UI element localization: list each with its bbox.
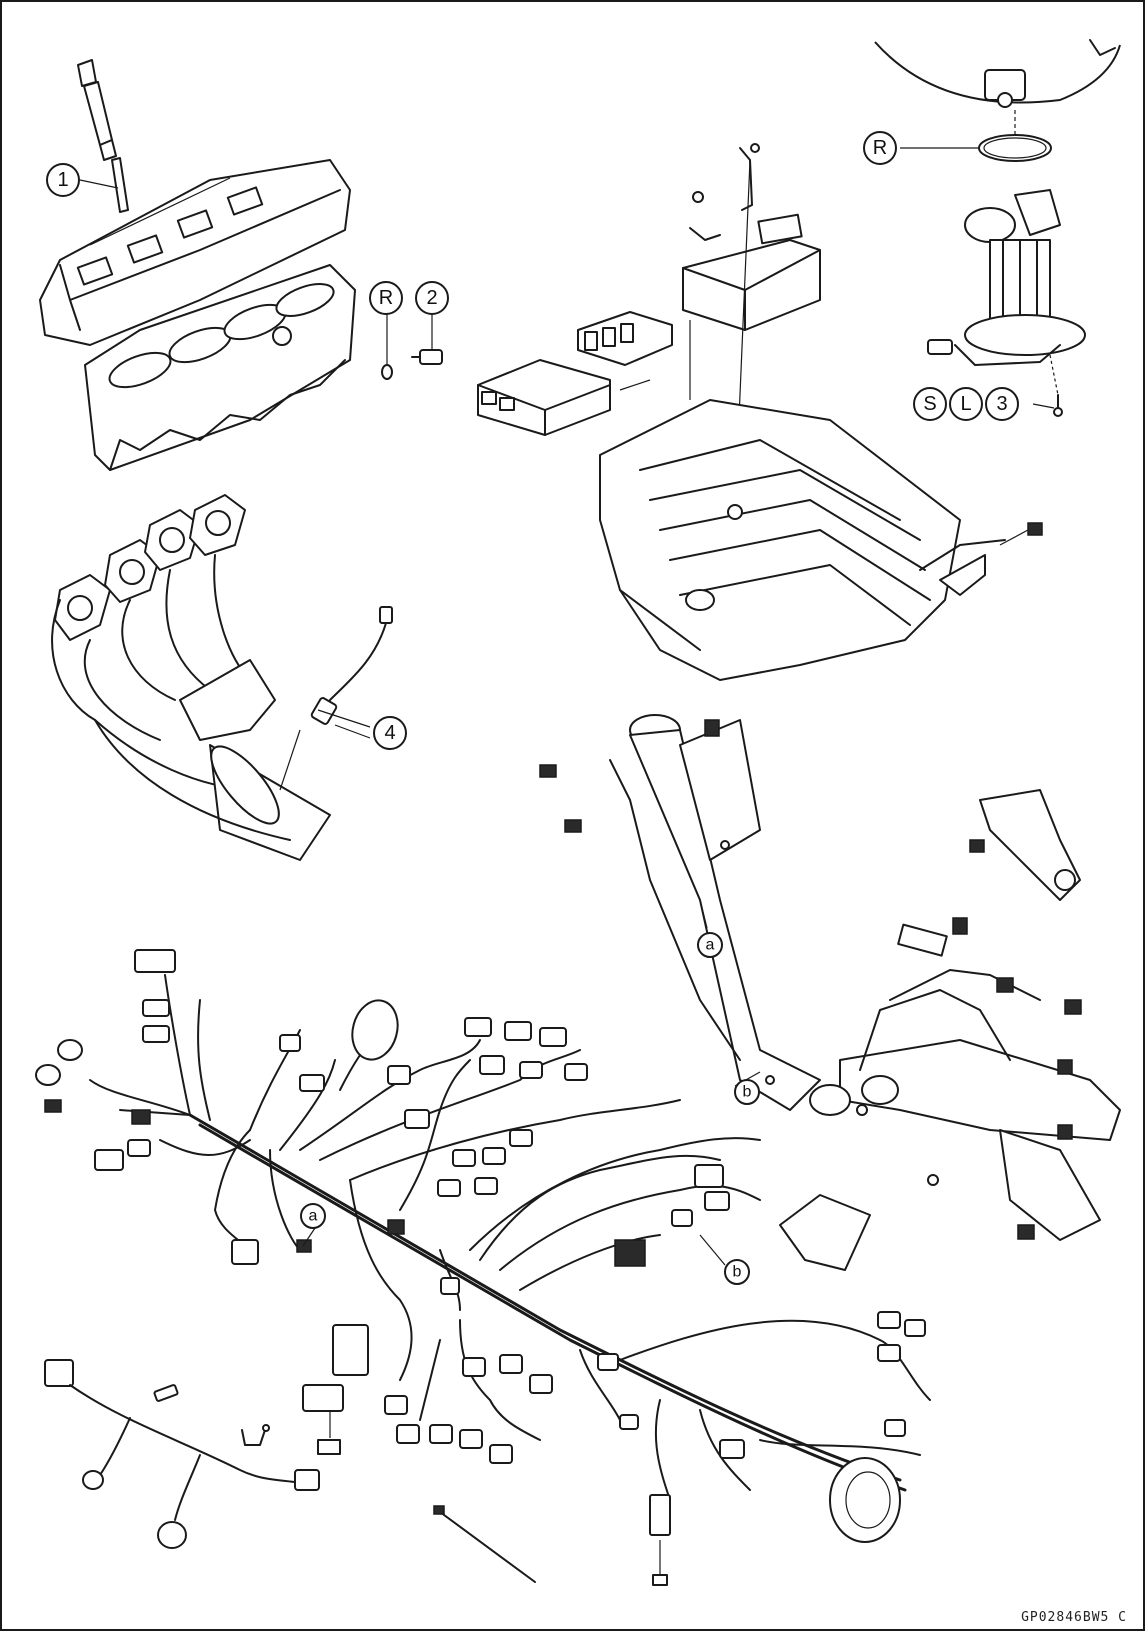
callout-a-frame: a (697, 932, 723, 958)
callout-r-o-ring: R (369, 281, 403, 315)
side-harness (44, 1359, 320, 1549)
callout-b-harness: b (724, 1259, 750, 1285)
frame-fasteners (539, 719, 1082, 1240)
callout-2: 2 (415, 281, 449, 315)
main-frame (609, 714, 1121, 1241)
svg-text:3: 3 (996, 393, 1007, 415)
svg-text:2: 2 (426, 287, 437, 309)
callout-l: L (949, 387, 983, 421)
wiring-harness (89, 974, 931, 1501)
svg-text:a: a (309, 1208, 318, 1225)
ignition-coil (77, 59, 129, 213)
fuse (153, 1384, 179, 1402)
wire-clip (241, 1424, 270, 1446)
fuel-pump (927, 189, 1086, 417)
insulator-plate (779, 1194, 871, 1271)
harness-connectors (35, 949, 926, 1586)
cylinder-block (84, 264, 356, 471)
svg-text:R: R (873, 137, 887, 159)
callout-s: S (913, 387, 947, 421)
callout-4: 4 (373, 716, 407, 750)
ecu-unit (477, 359, 611, 436)
svg-text:R: R (379, 287, 393, 309)
cylinder-head-cover (39, 159, 351, 346)
svg-text:b: b (743, 1084, 752, 1101)
callout-1: 1 (46, 163, 80, 197)
exhaust-headers (51, 494, 331, 861)
svg-text:L: L (960, 393, 971, 415)
fuel-pump-o-ring (978, 110, 1052, 162)
figure-reference-code: GP02846BW5 C (1021, 1610, 1127, 1625)
callout-3: 3 (985, 387, 1019, 421)
callout-a-harness: a (300, 1203, 326, 1229)
svg-text:1: 1 (57, 169, 68, 191)
svg-text:b: b (733, 1264, 742, 1281)
callout-b-frame: b (734, 1079, 760, 1105)
oxygen-sensor (279, 606, 393, 791)
svg-text:a: a (706, 937, 715, 954)
air-cleaner-housing (599, 399, 1043, 681)
cable-tie (433, 1505, 536, 1583)
water-temperature-sensor (411, 312, 443, 365)
svg-text:S: S (923, 393, 936, 415)
ecu-connector (577, 311, 673, 366)
svg-text:4: 4 (384, 722, 395, 744)
fuel-tank-bottom (874, 39, 1121, 108)
o-ring-small (381, 312, 393, 380)
callout-r-fuel-pump: R (863, 131, 897, 165)
